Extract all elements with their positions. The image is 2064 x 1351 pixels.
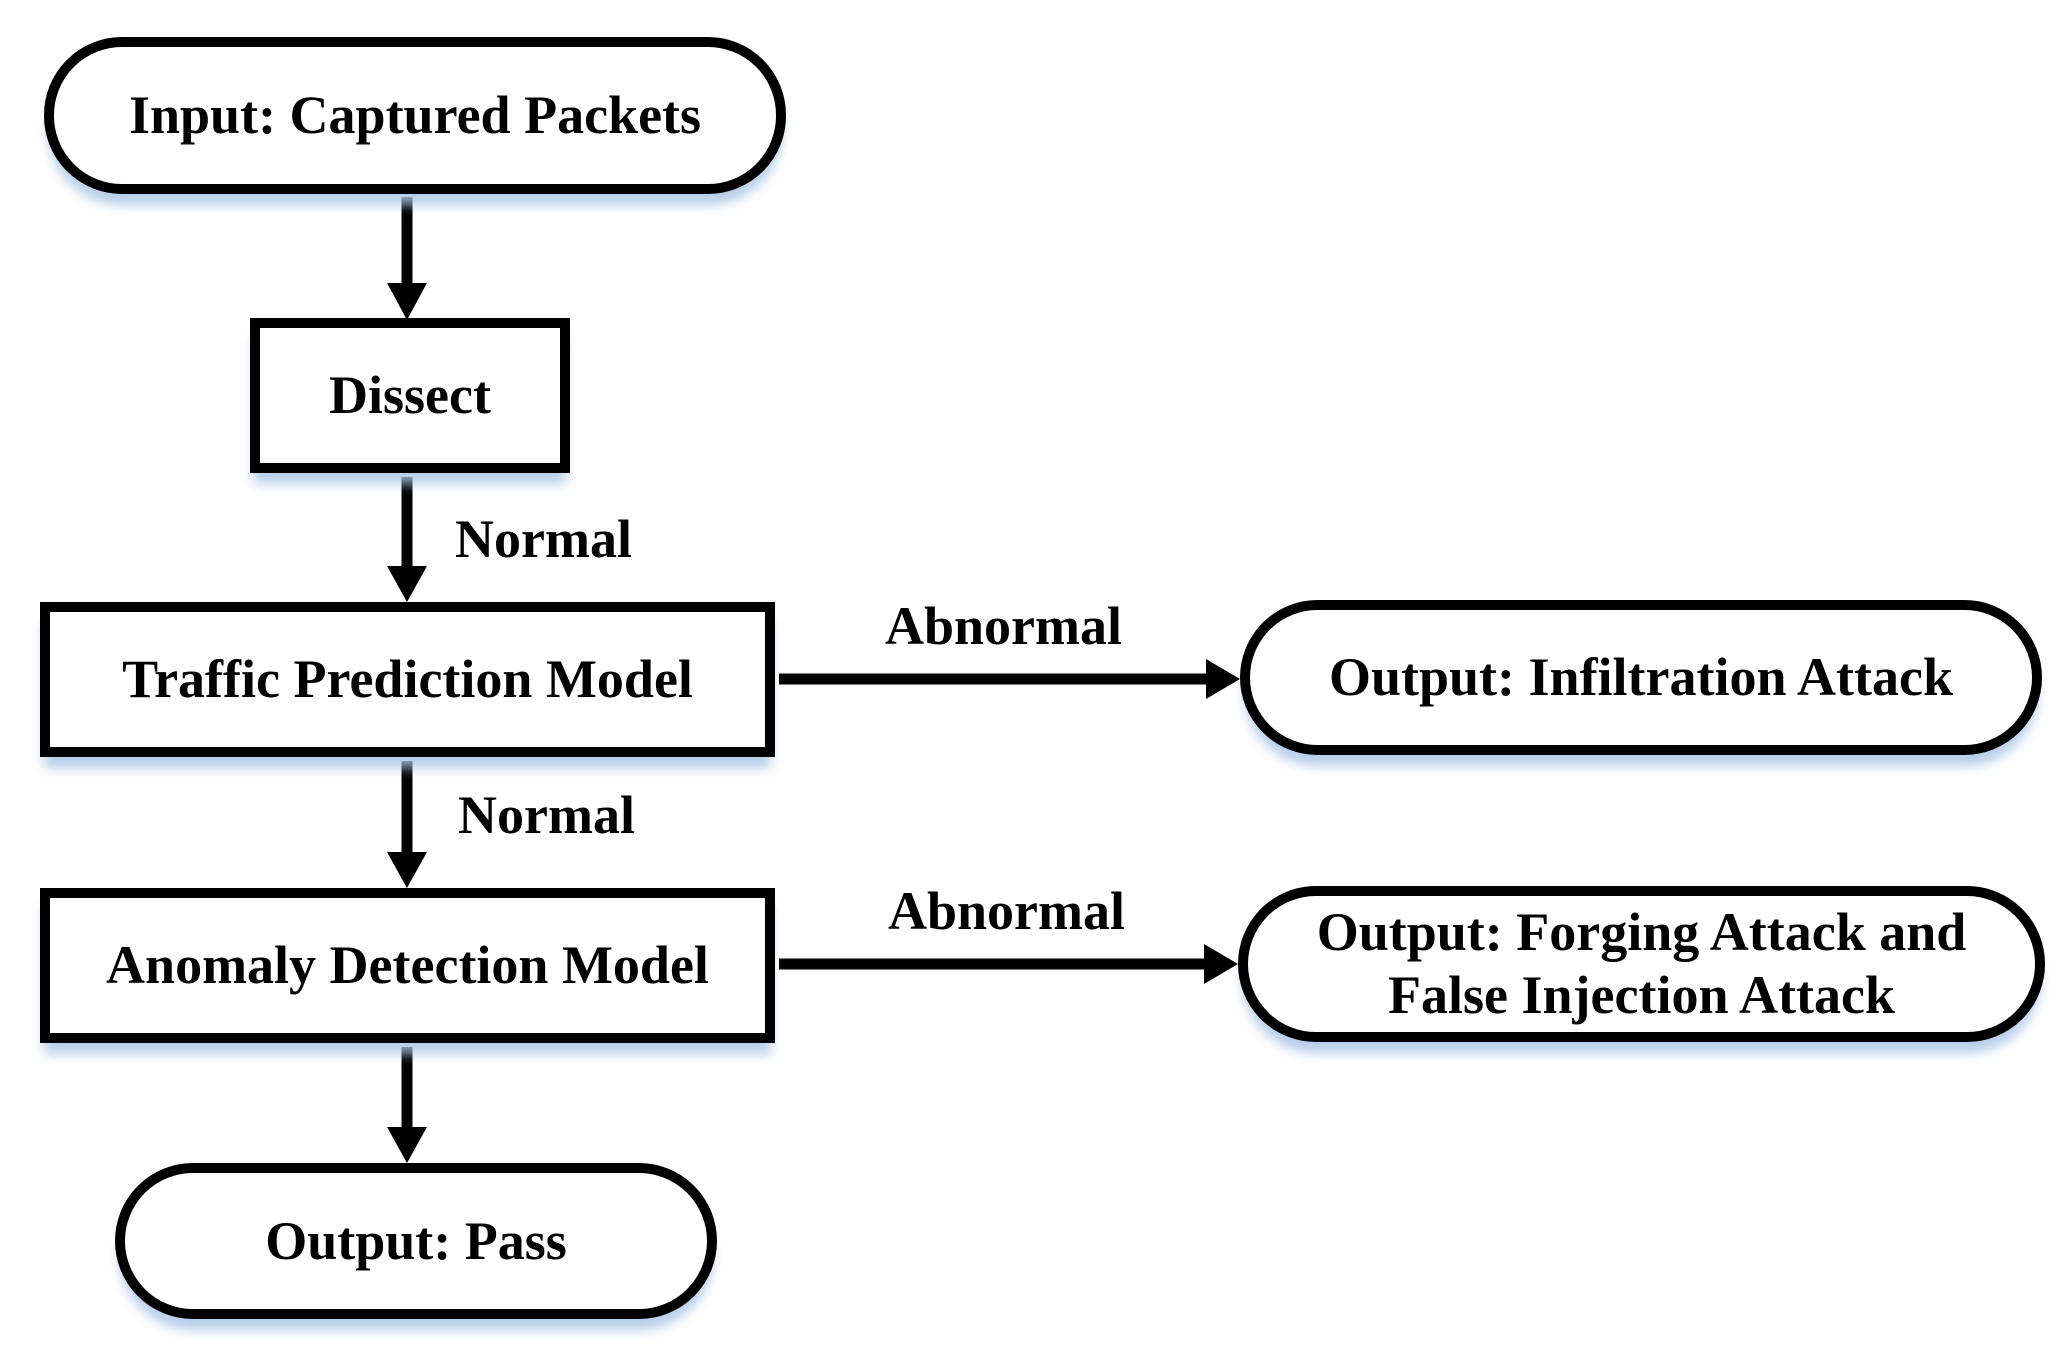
arrow-dissect-to-traffic — [387, 477, 427, 602]
node-label: Input: Captured Packets — [128, 85, 702, 146]
node-label: Output: Pass — [265, 1210, 567, 1271]
node-label: Dissect — [329, 365, 491, 426]
node-output-forging-false-injection-attack: Output: Forging Attack and False Injecti… — [1238, 886, 2045, 1042]
edge-label-normal-traffic-to-anomaly: Normal — [458, 785, 635, 845]
arrow-traffic-to-infiltration — [779, 659, 1240, 699]
arrow-anomaly-to-pass — [387, 1047, 427, 1163]
node-input-captured-packets: Input: Captured Packets — [44, 37, 786, 194]
edge-label-abnormal-anomaly-to-forging: Abnormal — [888, 881, 1126, 941]
node-label: Traffic Prediction Model — [122, 649, 693, 710]
node-traffic-prediction-model: Traffic Prediction Model — [40, 602, 775, 757]
node-label: Anomaly Detection Model — [106, 935, 709, 996]
node-anomaly-detection-model: Anomaly Detection Model — [40, 888, 775, 1043]
node-label: Output: Forging Attack and False Injecti… — [1316, 902, 1967, 1025]
node-output-infiltration-attack: Output: Infiltration Attack — [1240, 600, 2042, 755]
arrow-traffic-to-anomaly — [387, 761, 427, 888]
edge-label-abnormal-traffic-to-infiltration: Abnormal — [885, 596, 1123, 656]
arrow-anomaly-to-forging — [779, 944, 1238, 984]
node-label: Output: Infiltration Attack — [1328, 647, 1954, 708]
node-dissect: Dissect — [250, 318, 570, 473]
edge-label-normal-dissect-to-traffic: Normal — [455, 509, 632, 569]
node-output-pass: Output: Pass — [115, 1163, 717, 1319]
arrow-input-to-dissect — [387, 197, 427, 320]
